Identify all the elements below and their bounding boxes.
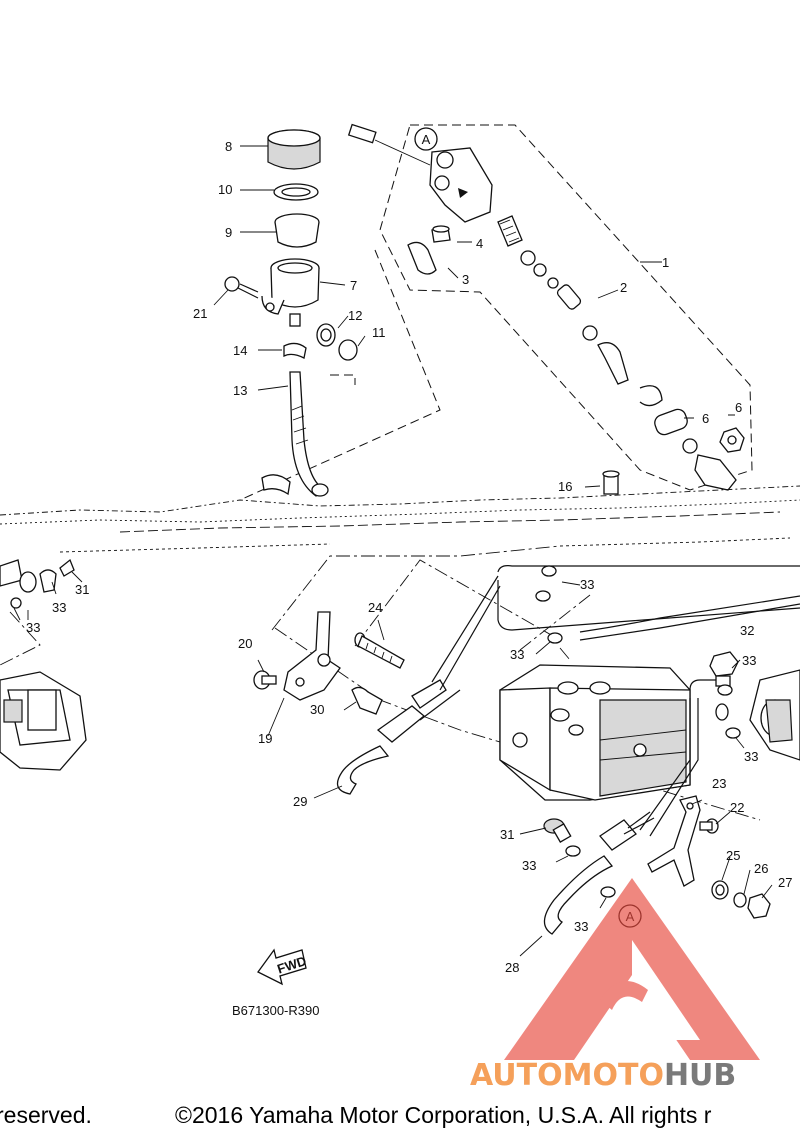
bolt-16 <box>602 470 620 495</box>
brake-hose-28 <box>543 811 655 935</box>
part-label-33f: 33 <box>744 749 758 764</box>
part-label-27: 27 <box>778 875 792 890</box>
part-label-33c: 33 <box>580 577 594 592</box>
part-label-19: 19 <box>258 731 272 746</box>
part-label-31a: 31 <box>75 582 89 597</box>
reservoir-group <box>213 129 366 497</box>
bolt-31-lower <box>543 818 572 843</box>
watermark-brand-text: AUTOMOTOHUB <box>470 1058 736 1093</box>
part-label-33b: 33 <box>52 600 66 615</box>
part-label-2: 2 <box>620 280 627 295</box>
part-label-3: 3 <box>462 272 469 287</box>
brake-hose-29 <box>336 575 501 795</box>
part-label-8: 8 <box>225 139 232 154</box>
bolt-24 <box>354 632 405 669</box>
diaphragm <box>274 213 320 248</box>
part-label-33e: 33 <box>742 653 756 668</box>
abs-unit-group: A <box>13 545 800 957</box>
copyright-left: reserved. <box>0 1102 92 1128</box>
watermark-brand-orange: AUTOMOTO <box>470 1058 664 1093</box>
part-label-24: 24 <box>368 600 382 615</box>
part-label-4: 4 <box>476 236 483 251</box>
hose-clamp-14 <box>283 342 307 359</box>
part-label-33d: 33 <box>510 647 524 662</box>
part-label-29: 29 <box>293 794 307 809</box>
part-label-11: 11 <box>372 325 386 340</box>
watermark-brand-gray: HUB <box>663 1058 737 1093</box>
nut-and-bracket <box>682 427 745 491</box>
abs-hydraulic-unit <box>499 664 691 801</box>
automotohub-logo-icon <box>504 878 760 1060</box>
part-label-33g: 33 <box>522 858 536 873</box>
grommet-30 <box>351 686 383 715</box>
part-label-13: 13 <box>233 383 247 398</box>
reservoir-cap <box>267 129 321 170</box>
grommet-12 <box>316 323 336 347</box>
part-label-16: 16 <box>558 479 572 494</box>
reservoir-tank <box>261 258 320 327</box>
copper-washers <box>535 565 741 898</box>
part-label-28: 28 <box>505 960 519 975</box>
reservoir-bolt-21 <box>224 276 259 299</box>
part-label-31b: 31 <box>500 827 514 842</box>
part-label-33a: 33 <box>26 620 40 635</box>
bolt-22 <box>699 818 719 834</box>
part-label-20: 20 <box>238 636 252 651</box>
abs-bracket <box>283 611 341 701</box>
left-caliper <box>0 558 87 771</box>
bolt-20 <box>253 670 277 690</box>
banjo-bolt <box>347 123 431 166</box>
part-label-21: 21 <box>193 306 207 321</box>
master-cylinder-body <box>429 147 493 223</box>
svg-text:A: A <box>422 132 431 147</box>
part-label-30: 30 <box>310 702 324 717</box>
diaphragm-plate <box>273 183 319 201</box>
part-label-14: 14 <box>233 343 247 358</box>
reservoir-hose-joint <box>407 225 451 275</box>
diagram-code: B671300-R390 <box>232 1003 319 1018</box>
piston-kit <box>497 215 688 436</box>
part-label-12: 12 <box>348 308 362 323</box>
part-label-22: 22 <box>730 800 744 815</box>
union-bolt-32 <box>709 651 739 687</box>
callout-a-top: A <box>414 127 438 151</box>
part-label-32: 32 <box>740 623 754 638</box>
part-label-1: 1 <box>662 255 669 270</box>
part-label-7: 7 <box>350 278 357 293</box>
part-number-labels: 1 2 3 4 6 6 7 8 9 10 11 12 13 14 16 19 2… <box>26 139 792 975</box>
master-cylinder-group: A <box>239 123 753 501</box>
copyright-bar: reserved. ©2016 Yamaha Motor Corporation… <box>0 1102 800 1134</box>
collar-11 <box>338 339 358 361</box>
right-caliper-fragment <box>749 669 800 761</box>
part-label-6b: 6 <box>735 400 742 415</box>
part-label-33h: 33 <box>574 919 588 934</box>
part-label-26: 26 <box>754 861 768 876</box>
copyright-right: ©2016 Yamaha Motor Corporation, U.S.A. A… <box>175 1102 712 1128</box>
hose-bracket-23 <box>647 795 701 887</box>
washers-25-26-27 <box>711 880 771 919</box>
fwd-arrow-icon: FWD <box>257 948 308 986</box>
torn-divider <box>0 485 800 553</box>
part-label-6a: 6 <box>702 411 709 426</box>
reservoir-hose-13 <box>261 371 329 497</box>
part-label-10: 10 <box>218 182 232 197</box>
part-label-9: 9 <box>225 225 232 240</box>
part-label-23: 23 <box>712 776 726 791</box>
part-label-25: 25 <box>726 848 740 863</box>
